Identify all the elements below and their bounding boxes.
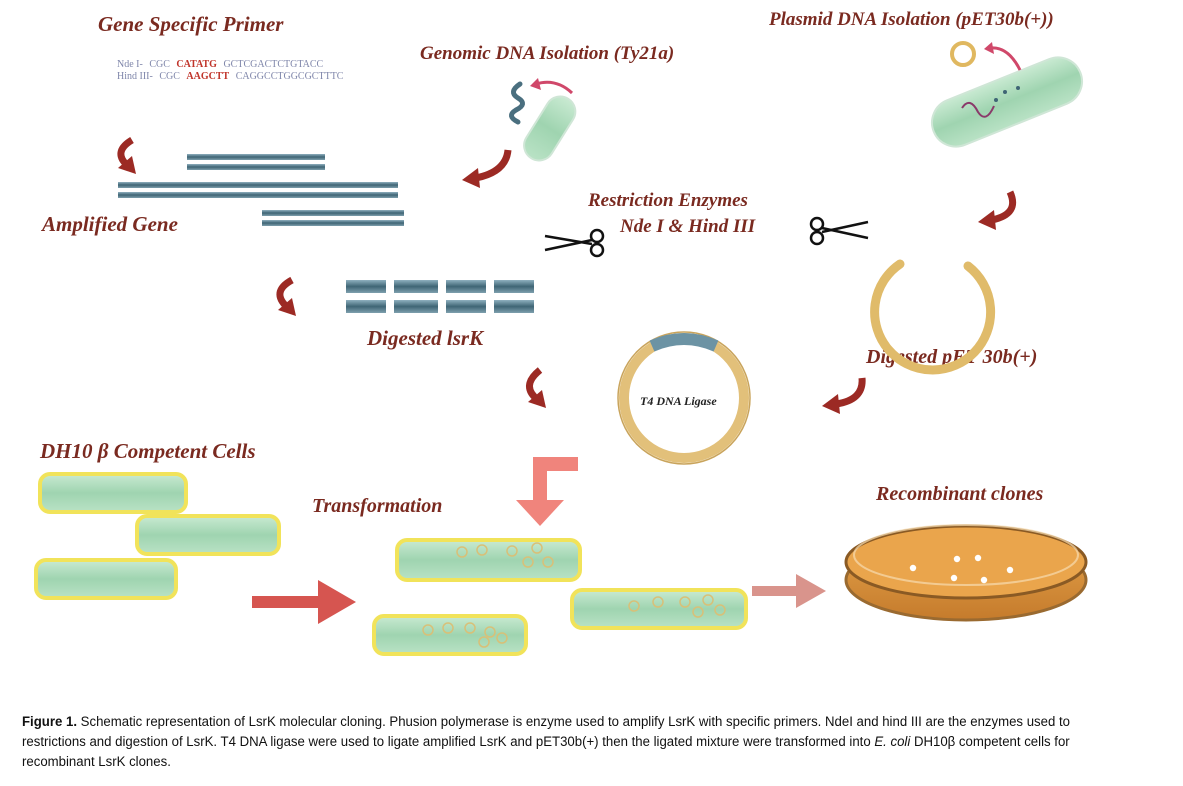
figure-caption: Figure 1. Schematic representation of Ls… <box>22 712 1082 772</box>
genomic-label: Genomic DNA Isolation (Ty21a) <box>420 43 674 64</box>
plasmid-arrow-icon <box>989 46 1022 71</box>
transformation-arrow-icon <box>516 457 578 526</box>
isolated-plasmid-icon <box>950 41 976 67</box>
gene-primer-label: Gene Specific Primer <box>98 12 284 36</box>
figure-label: Figure 1. <box>22 714 78 730</box>
plasmid-arrowhead-icon <box>984 42 994 54</box>
transformed-cells <box>372 538 748 656</box>
genomic-bacterium <box>523 95 577 162</box>
scissors-left-icon <box>544 228 605 258</box>
competent-cells <box>34 472 281 600</box>
cloning-diagram: Gene Specific Primer Genomic DNA Isolati… <box>34 9 1088 656</box>
ligase-label: T4 DNA Ligase <box>640 394 717 408</box>
ligated-plasmid <box>617 331 751 465</box>
scissors-right-icon <box>809 216 869 246</box>
plasmid-bacterium <box>931 56 1083 148</box>
petri-dish <box>844 524 1088 622</box>
digested-lsrk-fragments <box>346 280 534 313</box>
competent-label: DH10 β Competent Cells <box>39 439 256 463</box>
primer-nde: Nde I- CGC CATATG GCTCGACTCTGTACC <box>117 59 324 70</box>
flow-arrow-genomic-icon <box>462 149 512 188</box>
caption-text-1: Schematic representation of LsrK molecul… <box>22 714 1070 750</box>
restriction-label: Restriction Enzymes <box>587 190 748 211</box>
transformation-label: Transformation <box>312 495 442 517</box>
recombinant-label: Recombinant clones <box>875 483 1043 505</box>
flow-arrow-plasmid-icon <box>978 190 1017 230</box>
caption-organism: E. coli <box>874 734 911 750</box>
primer-hind: Hind III- CGC AAGCTT CAGGCCTGGCGCTTTC <box>117 71 344 82</box>
amplified-label: Amplified Gene <box>40 212 178 236</box>
genomic-dna-strand-icon <box>509 81 525 125</box>
flow-arrow-ligate-left-icon <box>526 367 546 408</box>
arrow-to-plate-icon <box>752 574 826 608</box>
enzymes-label: Nde I & Hind III <box>619 216 756 237</box>
flow-arrow-ligate-right-icon <box>822 377 866 414</box>
flow-arrow-digest-icon <box>276 276 296 316</box>
caption-text-2: DH10β competent cells for recombinant Ls… <box>22 734 1070 770</box>
amplified-gene-bars <box>118 154 404 226</box>
plasmid-label: Plasmid DNA Isolation (pET30b(+)) <box>768 9 1054 30</box>
genomic-dna-arrowhead-icon <box>530 78 541 90</box>
flow-arrow-amplify-icon <box>117 136 136 174</box>
digested-lsrk-label: Digested lsrK <box>366 326 485 350</box>
arrow-to-transformed-icon <box>252 580 356 624</box>
genomic-dna-arrow-icon <box>535 80 574 95</box>
digested-plasmid <box>870 259 996 375</box>
